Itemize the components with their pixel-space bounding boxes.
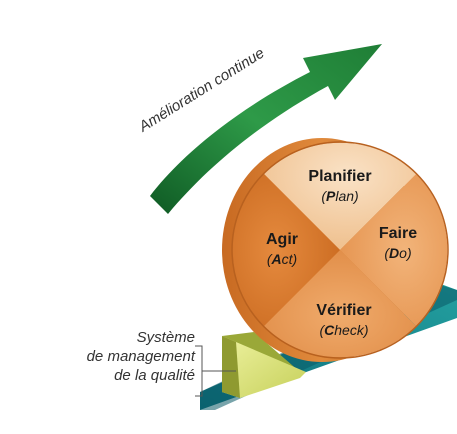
segment-act (232, 174, 340, 326)
wedge-label-bracket (195, 345, 236, 397)
wheel-outline (231, 141, 449, 359)
check-title: Vérifier (316, 302, 371, 319)
do-title: Faire (379, 225, 417, 242)
wedge-side (222, 336, 240, 398)
quality-system-line-2: de management (86, 348, 195, 365)
act-sub-rest: ct (282, 251, 294, 267)
plan-title: Planifier (308, 168, 371, 185)
segment-plan (264, 142, 416, 250)
quality-system-label: Système de management de la qualité (87, 328, 195, 385)
plan-sub-rest: lan (335, 188, 354, 204)
do-subtitle: (Do) (384, 245, 411, 261)
plan-sub-initial: P (326, 188, 336, 204)
do-sub-initial: D (389, 245, 399, 261)
do-sub-rest: o (399, 245, 407, 261)
pdca-wheel (231, 141, 449, 359)
improvement-arrow (150, 44, 382, 214)
act-sub-initial: A (270, 251, 281, 267)
quality-system-line-1: Système (136, 329, 195, 346)
act-subtitle: (Act) (267, 251, 297, 267)
quality-system-line-3: de la qualité (114, 367, 195, 384)
check-sub-rest: heck (334, 322, 365, 338)
plan-subtitle: (Plan) (321, 188, 358, 204)
segment-check (264, 250, 416, 358)
segment-do (340, 174, 448, 326)
wedge-front (222, 336, 306, 398)
check-subtitle: (Check) (319, 322, 368, 338)
check-sub-initial: C (324, 322, 335, 338)
act-title: Agir (266, 231, 298, 248)
